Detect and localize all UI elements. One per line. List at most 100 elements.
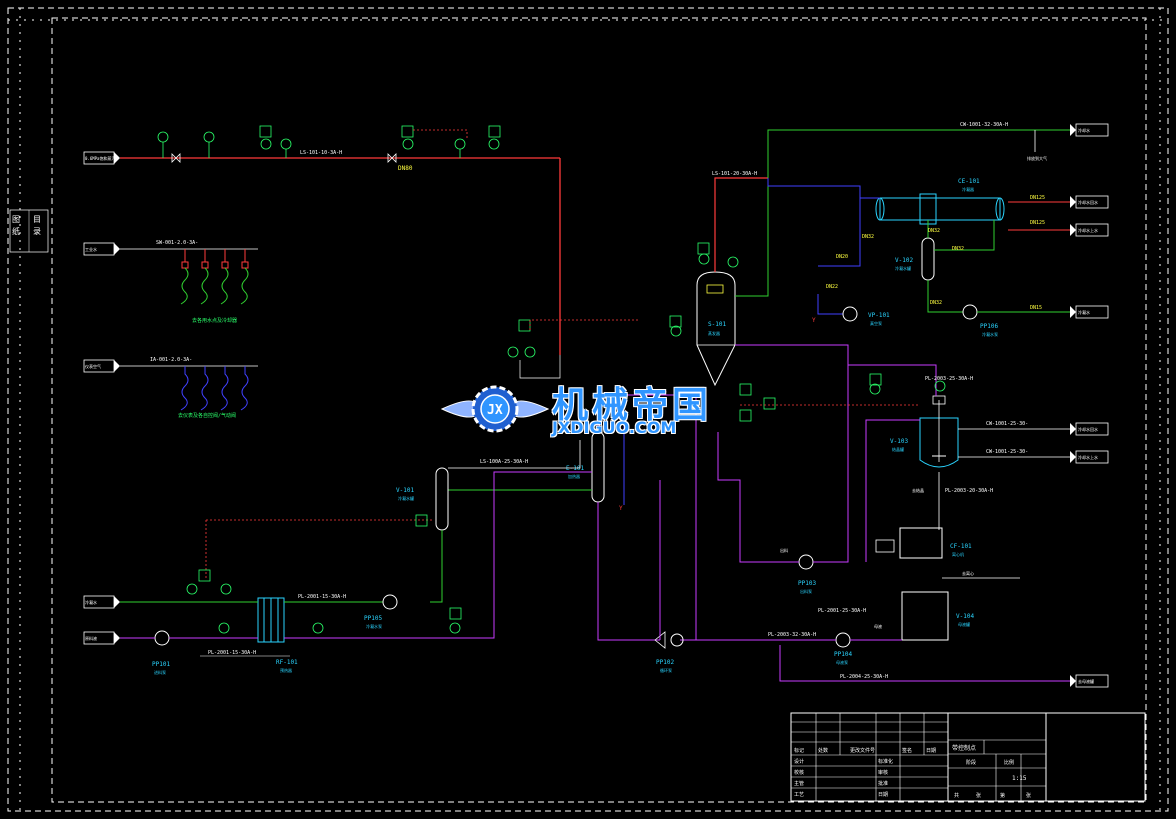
pp104-tag: PP104 — [834, 651, 852, 658]
watermark-cn: 机械帝国 — [552, 385, 713, 426]
evap-vapor-line: LS-101-20-30A-H CW-1001-32-30A-H 排放到大气 — [712, 122, 1070, 297]
dn32a-label: DN32 — [862, 234, 874, 240]
v102-outlet — [927, 280, 963, 313]
header-4: 签名 — [902, 747, 912, 754]
stage-label: 阶段 — [966, 759, 976, 766]
terminal-cw2-out-label: 冷却水回水 — [1078, 426, 1098, 432]
ia-note: 去仪表及各自控阀/气动阀 — [178, 412, 236, 419]
dn22-label: DN22 — [826, 284, 838, 290]
terminal-feed-label: 原料液 — [85, 635, 97, 641]
role-4: 审核 — [878, 769, 888, 776]
pp105-tag: PP105 — [364, 615, 382, 622]
role-1: 设计 — [794, 758, 804, 765]
header-3: 更改文件号 — [850, 747, 875, 754]
terminal-cw2-in: 冷却水上水 — [1070, 450, 1109, 464]
crystallizer-v103: V-103 结晶罐 — [890, 395, 959, 468]
side-legend: 图 纸 目 录 — [9, 209, 49, 253]
pl-bottom-label: PL-2004-25-30A-H — [840, 674, 888, 680]
pump-pp106: PP106 冷凝水泵 DN15 — [962, 304, 1070, 337]
centrifuge-cf101: CF-101 离心机 — [875, 527, 972, 559]
pp101-tag: PP101 — [152, 661, 170, 668]
vent-symbol: Y — [812, 317, 816, 324]
v101-outlet — [430, 530, 443, 603]
terminal-steam-in: 0.6MPa饱和蒸汽 — [83, 151, 120, 165]
drain-symbol: Y — [619, 505, 623, 512]
terminal-ia-label: 仪表空气 — [85, 363, 101, 369]
terminal-steam-label: 0.6MPa饱和蒸汽 — [85, 155, 115, 161]
terminal-cw1-out-label: 冷却水回水 — [1078, 199, 1098, 205]
sheet-1: 共 — [954, 792, 959, 799]
terminal-cw1-out: 冷却水回水 — [1070, 195, 1109, 209]
ia-line-label: IA-001-2.0-3A- — [150, 357, 192, 363]
out2-note: 母液 — [874, 623, 882, 629]
pp103-tag: PP103 — [798, 580, 816, 587]
vapor-branch — [859, 186, 880, 199]
crys-feed — [865, 419, 920, 562]
cw-r2-label: CW-1001-25-30- — [986, 449, 1028, 455]
vp101-name: 真空泵 — [870, 320, 882, 326]
product-line — [717, 432, 799, 563]
terminal-dn15-label: 冷凝水 — [1078, 309, 1090, 315]
pp102-name: 循环泵 — [660, 667, 672, 673]
header-1: 标记 — [794, 747, 804, 754]
pp103-name: 出料泵 — [800, 588, 812, 594]
title-block: 带控制点 标记 处数 更改文件号 签名 日期 设计 标准化 校核 审核 主管 批… — [790, 712, 1146, 802]
dn20-label: DN20 — [836, 254, 848, 260]
dn15-label: DN15 — [1030, 305, 1042, 311]
side-legend-3: 目 — [33, 215, 41, 224]
e101-name: 加热器 — [568, 473, 580, 479]
header-5: 日期 — [926, 748, 936, 754]
heater-bottom — [597, 502, 660, 641]
pl-104-label: PL-2003-25-30A-H — [925, 376, 973, 382]
vacuum-pump-vp101: VP-101 真空泵 — [842, 306, 890, 326]
cw-r1-label: CW-1001-25-30- — [986, 421, 1028, 427]
watermark-en: JXDIGUO.COM — [552, 418, 677, 437]
vacuum-line — [817, 294, 843, 315]
steam-line-label: LS-101-10-3A-H — [300, 150, 342, 156]
v104-tag: V-104 — [956, 613, 974, 620]
v103-name: 结晶罐 — [892, 446, 904, 452]
terminal-cw2-in-label: 冷却水上水 — [1078, 454, 1098, 460]
pp103-discharge — [813, 365, 849, 563]
terminal-sw-in: 工业水 — [83, 242, 120, 256]
role-6: 批准 — [878, 780, 888, 787]
pump-pp103: PP103 出料泵 — [798, 554, 816, 594]
dn32c-label: DN32 — [952, 246, 964, 252]
rf101-name: 预热器 — [280, 667, 292, 673]
terminal-cw2-out: 冷却水回水 — [1070, 422, 1109, 436]
vessel-v101: V-101 冷凝水罐 — [396, 467, 449, 531]
pl-feed-label: PL-2001-15-30A-H — [298, 594, 346, 600]
pl-103-label: PL-2003-32-30A-H — [768, 632, 816, 638]
tank-v104: V-104 母液罐 — [901, 591, 974, 641]
v102-name: 冷凝水罐 — [895, 265, 911, 271]
ia-header: IA-001-2.0-3A- 去仪表及各自控阀/气动阀 — [120, 357, 258, 419]
vent-note: 排放到大气 — [1027, 155, 1047, 161]
crystallizer-instruments — [869, 373, 946, 395]
pump-pp104: PP104 母液泵 — [834, 632, 852, 665]
ls-evap-label: LS-101-20-30A-H — [712, 171, 757, 177]
dn32d-label: DN32 — [930, 300, 942, 306]
sw-header: SW-001-2.0-3A- 去各用水点及冷却器 — [120, 240, 258, 324]
terminal-cond-out: 冷凝水 — [83, 595, 120, 609]
v101-name: 冷凝水罐 — [398, 495, 414, 501]
side-legend-4: 录 — [33, 227, 41, 236]
sw-note: 去各用水点及冷却器 — [192, 317, 237, 324]
terminal-feed-in: 原料液 — [83, 631, 120, 645]
pump-pp102: PP102 循环泵 — [654, 631, 684, 673]
outer-frame — [7, 7, 1169, 812]
dn125a-label: DN125 — [1030, 195, 1045, 201]
vessel-v102: V-102 冷凝水罐 — [895, 237, 935, 281]
ls-preheat-label: LS-100A-25-30A-H — [480, 459, 528, 465]
pp106-name: 冷凝水泵 — [982, 331, 998, 337]
out3-note: 去离心 — [962, 570, 974, 576]
side-legend-2: 纸 — [12, 226, 20, 236]
side-legend-1: 图 — [12, 215, 20, 224]
control-valve-line — [519, 355, 561, 379]
pl-tank-label: PL-2001-25-30A-H — [818, 608, 866, 614]
evaporator-s101: S-101 蒸发器 — [696, 271, 736, 387]
role-3: 校核 — [794, 769, 804, 776]
vp101-tag: VP-101 — [868, 312, 890, 319]
watermark: JX 机械帝国 JXDIGUO.COM — [440, 374, 760, 444]
evap-outlet — [735, 344, 849, 365]
